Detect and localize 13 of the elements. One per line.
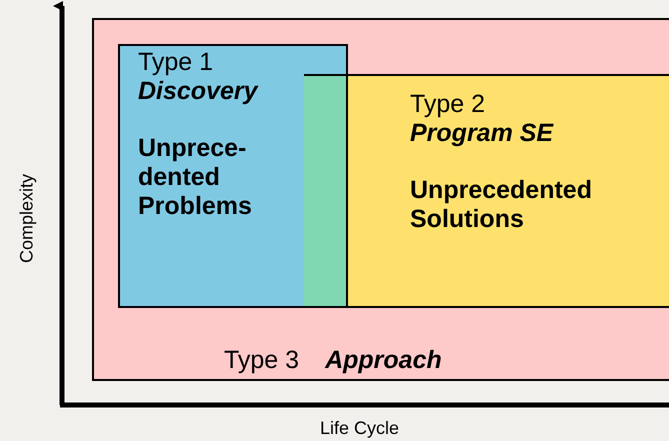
type-label: Type 2 <box>410 90 486 119</box>
type-label: Type 1 <box>138 48 214 77</box>
axis-title: Complexity <box>16 174 38 264</box>
problem-type-text: Unprece- dented Problems <box>138 134 253 221</box>
problem-type-text: Unprecedented Solutions <box>410 176 593 234</box>
axis-title: Life Cycle <box>320 418 400 439</box>
approach-name: Program SE <box>410 119 555 148</box>
approach-name: Approach <box>325 346 442 375</box>
approach-region <box>92 18 669 381</box>
program-box <box>348 74 669 308</box>
type-label: Type 3 <box>224 346 300 375</box>
discovery-box <box>118 44 348 308</box>
approach-name: Discovery <box>138 77 260 106</box>
